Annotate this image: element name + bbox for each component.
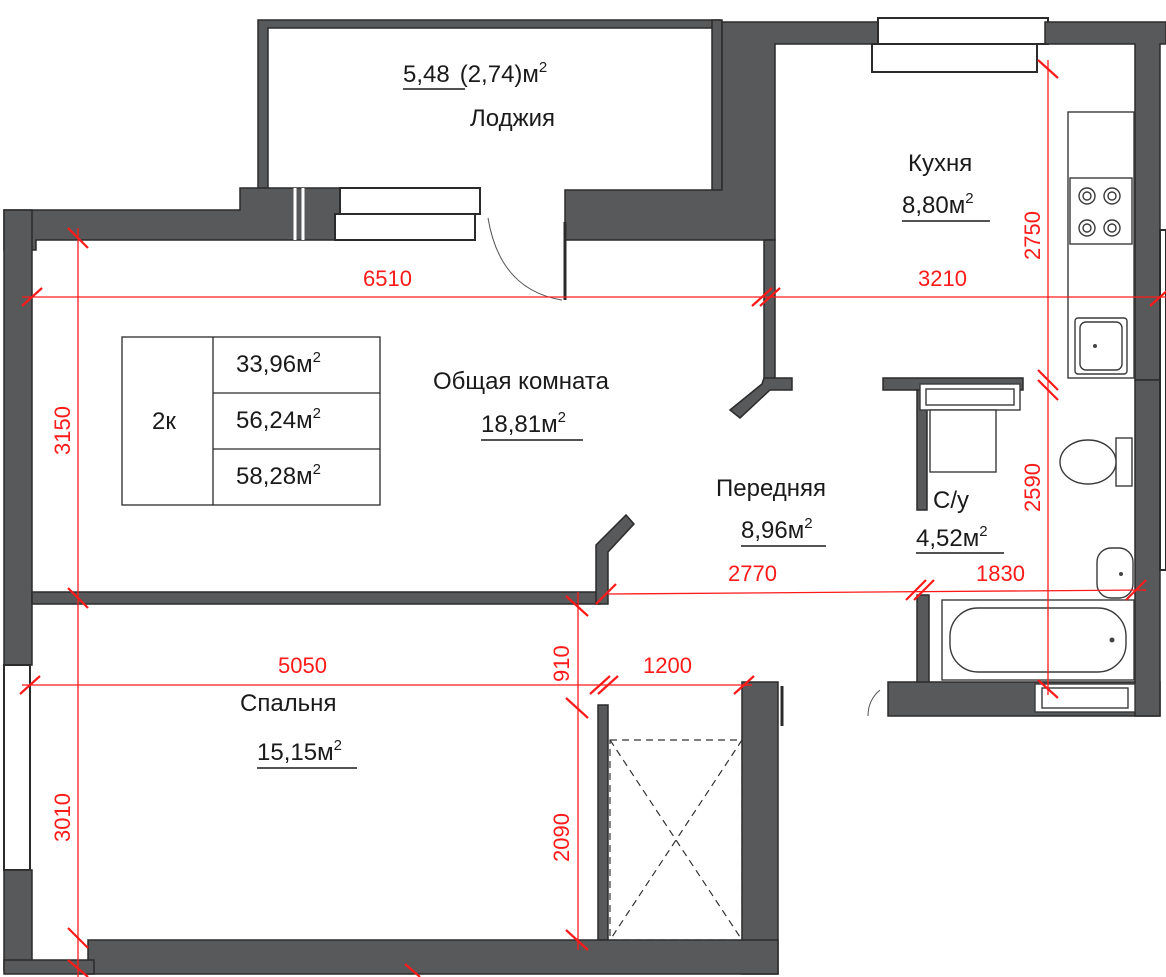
area-total: 56,24м2	[236, 405, 321, 434]
wardrobe-right-wall	[741, 681, 779, 975]
dim-kitchen-depth: 2750	[1020, 211, 1045, 260]
loggia-area: 5,48(2,74)м2	[403, 59, 547, 88]
kitchen-name: Кухня	[908, 150, 972, 177]
dim-living-depth: 3150	[50, 406, 75, 455]
window-kitchen-lower	[871, 43, 1038, 73]
dim-bedroom-width: 5050	[278, 653, 327, 678]
wardrobe-left-wall	[597, 704, 609, 941]
wall-living-bedroom	[31, 591, 601, 605]
right-wall-lower	[1134, 379, 1161, 717]
walls	[3, 17, 1166, 975]
loggia-wall-right	[711, 19, 723, 196]
room-labels: 5,48(2,74)м2 Лоджия Кухня 8,80м2 Общая к…	[240, 59, 1004, 769]
wardrobe	[609, 739, 743, 941]
doors	[487, 217, 881, 717]
bedroom-area: 15,15м2	[257, 737, 342, 766]
window-bedroom	[3, 664, 31, 871]
window-right	[1159, 229, 1166, 571]
bottom-wall	[87, 939, 779, 975]
left-wall-upper	[3, 209, 33, 666]
cabinet	[929, 409, 997, 473]
dimension-lines	[19, 59, 1166, 977]
area-total-with-loggia: 58,28м2	[236, 461, 321, 490]
dim-kitchen-width: 3210	[918, 266, 967, 291]
bath-name: С/у	[933, 487, 969, 514]
partition-stub	[728, 377, 793, 419]
window-kitchen	[877, 17, 1049, 45]
bath-mid-wall	[916, 594, 930, 686]
living-top-wall-left	[3, 187, 341, 251]
dim-wardrobe-width: 1200	[643, 653, 692, 678]
living-top-wall-right	[564, 21, 881, 241]
living-area: 18,81м2	[481, 409, 566, 438]
dim-bedroom-depth: 3010	[50, 793, 75, 842]
hall-area: 8,96м2	[741, 515, 813, 544]
hall-name: Передняя	[716, 475, 826, 502]
kitchen-fixtures	[1067, 111, 1135, 379]
partition-living-kitchen	[763, 239, 776, 381]
left-wall-lower	[3, 869, 33, 971]
stove-icon	[1069, 177, 1133, 245]
area-living-total: 33,96м2	[236, 349, 321, 378]
dimension-labels: 6510 3210 2750 3150 2590 2770 1830 5050 …	[50, 211, 1045, 862]
dim-wardrobe-depth: 2090	[549, 813, 574, 862]
area-table: 2к 33,96м2 56,24м2 58,28м2	[121, 336, 381, 506]
window-living	[339, 187, 481, 215]
loggia-name: Лоджия	[470, 105, 555, 132]
dim-living-width: 6510	[363, 266, 412, 291]
dim-wardrobe-gap: 910	[549, 645, 574, 682]
kitchen-area: 8,80м2	[902, 190, 974, 219]
bath-area: 4,52м2	[916, 523, 988, 552]
washbasin-icon	[1096, 547, 1134, 599]
bath-fixtures	[919, 383, 1136, 713]
toilet-icon	[1115, 437, 1133, 487]
window-living-lower	[334, 213, 476, 241]
wall-hall-stub	[595, 513, 636, 605]
bedroom-name: Спальня	[240, 690, 336, 717]
dim-bath-width: 1830	[976, 561, 1025, 586]
apartment-type: 2к	[152, 408, 176, 435]
dim-bath-depth: 2590	[1020, 463, 1045, 512]
living-name: Общая комната	[433, 368, 610, 395]
dim-hall-width: 2770	[728, 561, 777, 586]
